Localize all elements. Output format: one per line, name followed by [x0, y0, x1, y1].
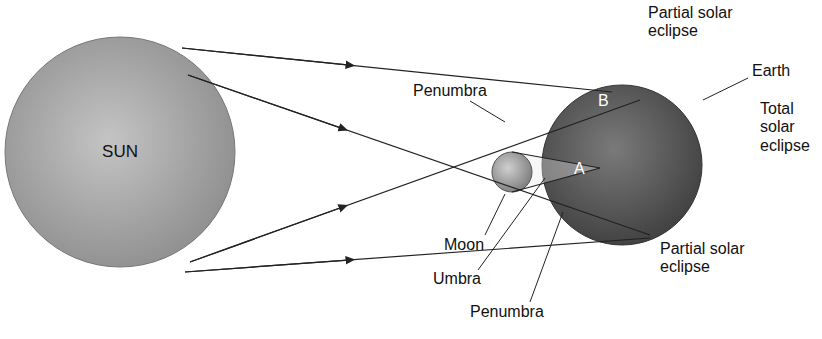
diagram-label: A [574, 160, 585, 178]
diagram-label: Earth [752, 62, 790, 80]
diagram-label: Partial solar eclipse [660, 240, 772, 277]
diagram-label: Penumbra [470, 303, 544, 321]
moon-disc [492, 152, 532, 192]
sun-disc [5, 37, 235, 267]
sun-node: SUN [5, 37, 235, 267]
diagram-label: Penumbra [413, 82, 487, 100]
diagram-label: Partial solar eclipse [648, 4, 760, 41]
node-label: SUN [102, 142, 138, 162]
diagram-label: B [598, 92, 609, 110]
diagram-label: Total solar eclipse [760, 100, 818, 155]
diagram-label: Umbra [433, 270, 481, 288]
diagram-label: Moon [444, 236, 484, 254]
light-rays [182, 48, 650, 272]
